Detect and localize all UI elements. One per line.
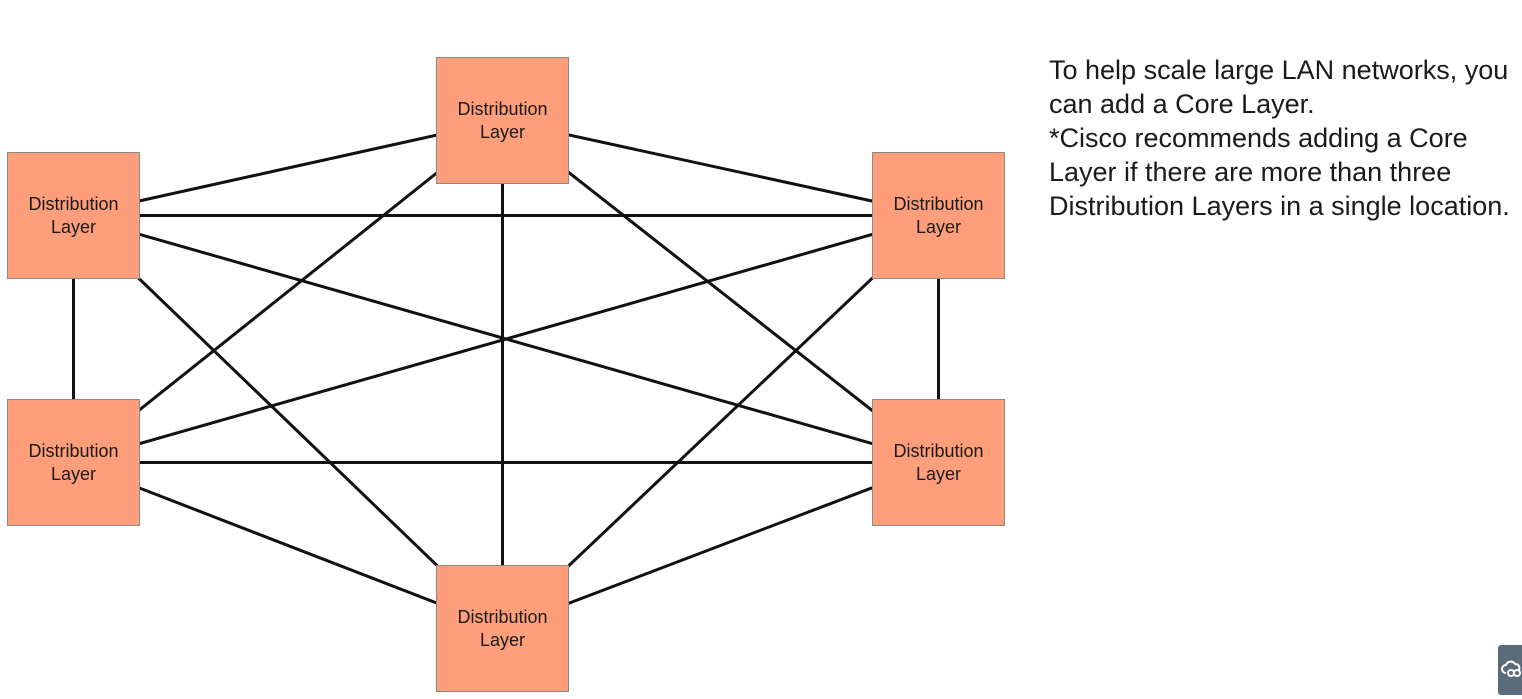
node-label: Distribution Layer (457, 606, 548, 650)
explanation-text: To help scale large LAN networks, you ca… (1049, 53, 1519, 223)
link-ur-bottom (501, 214, 940, 630)
link-ur-ll (73, 214, 939, 464)
node-label: Distribution Layer (893, 193, 984, 237)
distribution-layer-node-bottom: Distribution Layer (436, 565, 569, 692)
node-label: Distribution Layer (28, 440, 119, 484)
link-top-ul (73, 119, 503, 217)
cloud-link-icon (1501, 660, 1521, 677)
link-lr-bottom (501, 461, 940, 630)
link-top-lr (501, 119, 940, 464)
distribution-layer-node-lower-left: Distribution Layer (7, 399, 140, 526)
distribution-layer-node-upper-right: Distribution Layer (872, 152, 1005, 279)
corner-widget-button[interactable] (1498, 645, 1522, 695)
node-label: Distribution Layer (893, 440, 984, 484)
link-top-ur (502, 119, 939, 217)
link-ll-bottom (72, 461, 504, 630)
explanation-line-1: To help scale large LAN networks, you ca… (1049, 55, 1509, 119)
link-top-ll (72, 119, 504, 464)
distribution-layer-node-upper-left: Distribution Layer (7, 152, 140, 279)
link-ul-bottom (72, 214, 504, 630)
distribution-layer-node-top: Distribution Layer (436, 57, 569, 184)
distribution-layer-node-lower-right: Distribution Layer (872, 399, 1005, 526)
node-label: Distribution Layer (457, 98, 548, 142)
node-label: Distribution Layer (28, 193, 119, 237)
explanation-line-2: *Cisco recommends adding a Core Layer if… (1049, 123, 1510, 221)
